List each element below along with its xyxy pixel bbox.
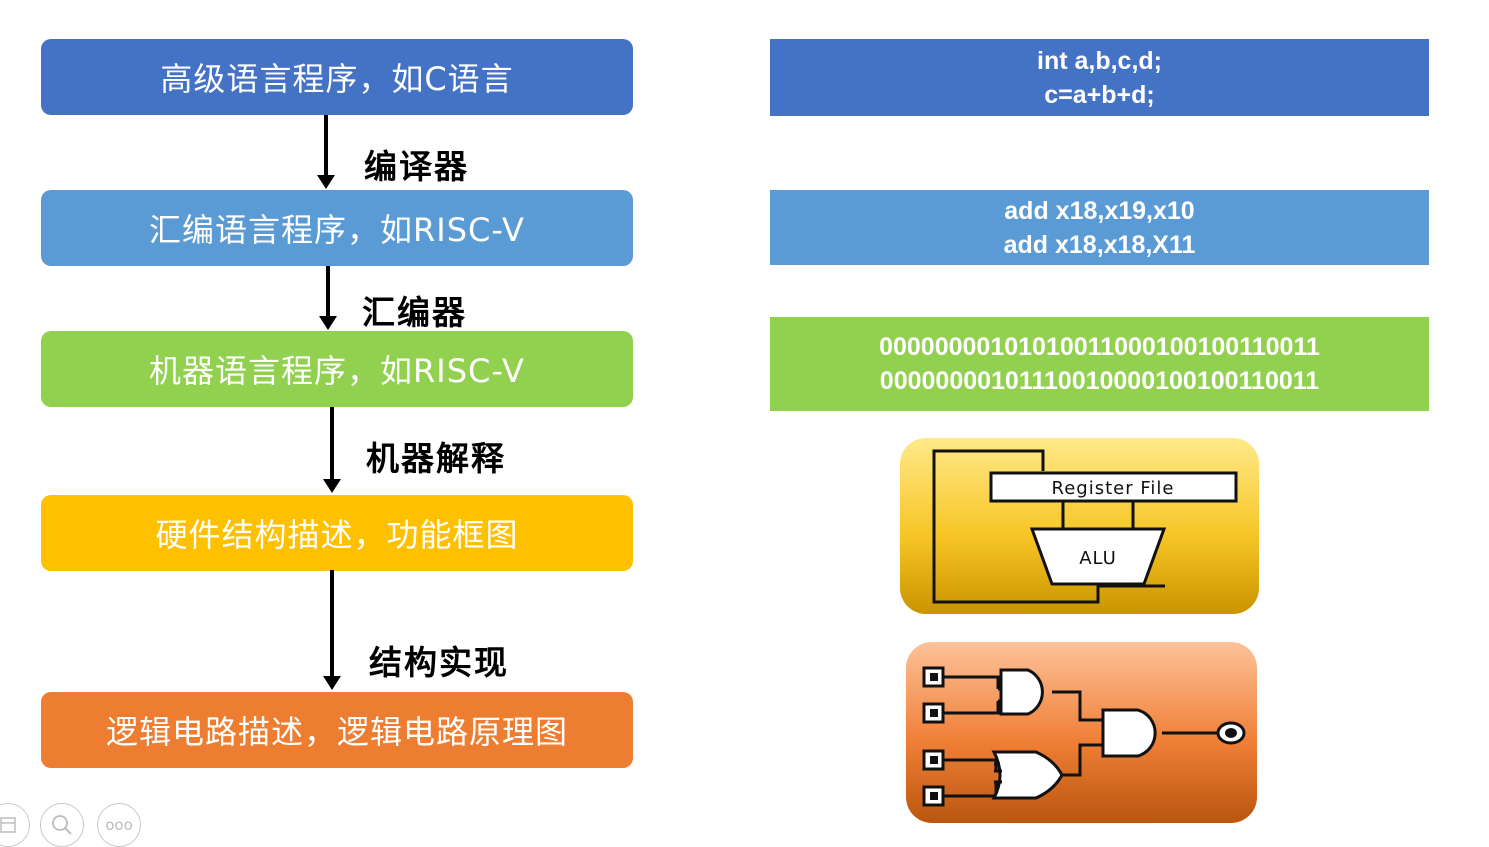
flow-box-label: 硬件结构描述，功能框图 — [155, 516, 519, 554]
register-file-label: Register File — [1052, 478, 1175, 499]
down-arrow — [323, 570, 341, 690]
flow-box-label: 汇编语言程序，如RISC-V — [149, 211, 525, 249]
logic-circuit-image — [906, 642, 1257, 823]
code-line: 00000000101010011000100100110011 — [879, 333, 1320, 361]
flow-box-label: 高级语言程序，如C语言 — [160, 60, 514, 98]
alu-block — [1029, 527, 1167, 586]
c-code-example: int a,b,c,d; c=a+b+d; — [770, 39, 1429, 116]
flow-box-assembly-language: 汇编语言程序，如RISC-V — [41, 190, 633, 266]
down-arrow — [319, 266, 337, 330]
step-label-machine-interpret: 机器解释 — [366, 439, 506, 478]
register-file-block — [989, 471, 1238, 503]
step-label-implementation: 结构实现 — [369, 643, 509, 682]
step-label-assembler: 汇编器 — [362, 293, 467, 332]
and-gate — [1101, 708, 1157, 758]
more-label: ooo — [105, 816, 133, 834]
code-line: int a,b,c,d; — [1037, 46, 1162, 75]
flow-box-machine-language: 机器语言程序，如RISC-V — [41, 331, 633, 407]
code-line: add x18,x19,x10 — [1004, 196, 1195, 225]
block-diagram-image: Register File ALU — [900, 438, 1259, 614]
code-line: c=a+b+d; — [1044, 80, 1155, 109]
flow-box-label: 逻辑电路描述，逻辑电路原理图 — [105, 713, 568, 751]
down-arrow — [323, 407, 341, 493]
flow-box-label: 机器语言程序，如RISC-V — [149, 352, 525, 390]
code-line: add x18,x18,X11 — [1003, 230, 1196, 259]
slides-icon[interactable] — [0, 803, 30, 847]
flow-box-high-level-language: 高级语言程序，如C语言 — [41, 39, 633, 115]
flow-box-logic-circuit: 逻辑电路描述，逻辑电路原理图 — [41, 692, 633, 768]
or-gate — [991, 750, 1064, 800]
down-arrow — [317, 115, 335, 189]
more-icon[interactable]: ooo — [97, 803, 141, 847]
code-line: 00000000101110010000100100110011 — [879, 367, 1320, 395]
alu-label: ALU — [1079, 548, 1117, 569]
machine-code-example: 00000000101010011000100100110011 0000000… — [770, 317, 1429, 411]
flow-box-hardware-structure: 硬件结构描述，功能框图 — [41, 495, 633, 571]
and-gate — [999, 668, 1044, 716]
asm-code-example: add x18,x19,x10 add x18,x18,X11 — [770, 190, 1429, 265]
step-label-compiler: 编译器 — [364, 147, 469, 186]
zoom-icon[interactable] — [40, 803, 84, 847]
